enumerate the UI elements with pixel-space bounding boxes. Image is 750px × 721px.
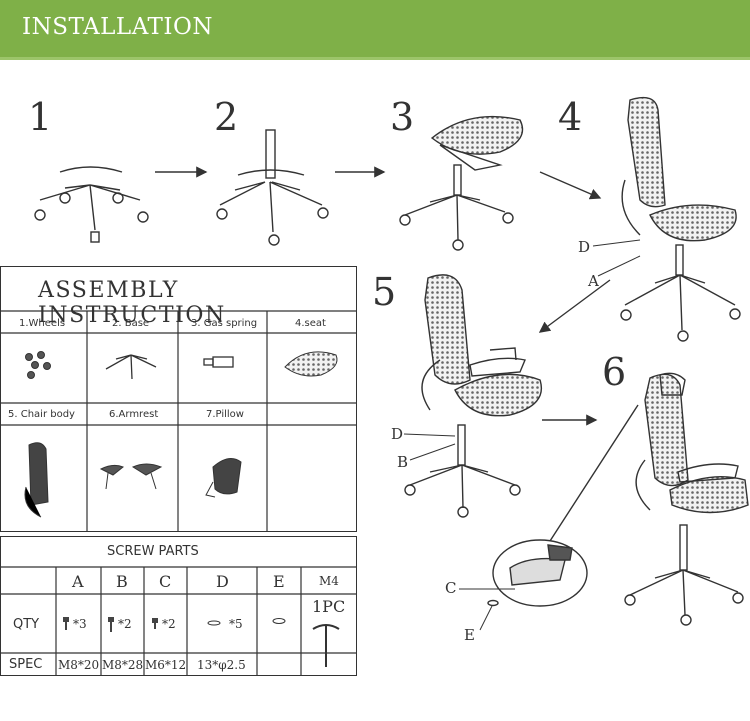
callout-e-step6: E xyxy=(464,626,475,644)
base-icon xyxy=(105,354,157,380)
part-label-chair-body: 5. Chair body xyxy=(8,409,75,420)
spec-d: 13*φ2.5 xyxy=(197,658,246,672)
step4-chair-drawing xyxy=(620,96,741,342)
spec-c: M6*12 xyxy=(145,658,187,672)
step1-base-drawing xyxy=(34,166,149,243)
step2-base-gas-drawing xyxy=(216,129,329,246)
step-number-1: 1 xyxy=(28,95,53,139)
qty-c: *2 xyxy=(162,617,176,631)
header-banner: INSTALLATION xyxy=(0,0,750,60)
qty-m4: 1PC xyxy=(312,597,346,616)
step-number-6: 6 xyxy=(602,350,627,394)
banner-title: INSTALLATION xyxy=(22,14,213,40)
spec-label: SPEC xyxy=(9,657,43,672)
qty-a: *3 xyxy=(73,617,87,631)
spec-b: M8*28 xyxy=(102,658,144,672)
step3-seat-drawing xyxy=(399,115,524,251)
part-label-base: 2. Base xyxy=(112,318,150,329)
step-number-5: 5 xyxy=(372,270,397,314)
wheel-icon xyxy=(25,351,51,379)
col-c: C xyxy=(159,572,172,591)
arrow-icon xyxy=(155,166,611,426)
callout-c-step6: C xyxy=(445,579,457,597)
armrest-icon xyxy=(99,463,163,490)
step-number-3: 3 xyxy=(390,95,415,139)
washer-icon xyxy=(207,618,286,626)
col-d: D xyxy=(216,572,229,591)
part-label-gas-spring: 3. Gas spring xyxy=(191,318,258,329)
gas-spring-icon xyxy=(203,356,234,368)
assembly-instruction-table: ASSEMBLY INSTRUCTION xyxy=(0,266,357,532)
col-m4: M4 xyxy=(319,574,339,588)
part-label-armrest: 6.Armrest xyxy=(109,409,159,420)
callout-d-step5: D xyxy=(391,425,404,443)
seat-icon xyxy=(284,351,338,377)
screw-icon xyxy=(63,617,158,632)
col-e: E xyxy=(273,572,285,591)
col-b: B xyxy=(116,572,128,591)
callout-d-step4: D xyxy=(578,238,591,256)
step6-chair-drawing xyxy=(487,372,749,626)
step-number-2: 2 xyxy=(214,95,239,139)
qty-d: *5 xyxy=(229,617,243,631)
callout-b-step5: B xyxy=(397,453,409,471)
callout-a-step4: A xyxy=(588,272,599,290)
screw-grid xyxy=(1,566,356,675)
step-number-4: 4 xyxy=(558,95,583,139)
spec-a: M8*20 xyxy=(58,658,100,672)
assembly-grid xyxy=(1,310,356,531)
chair-body-icon xyxy=(24,442,49,518)
assembly-title: ASSEMBLY INSTRUCTION xyxy=(38,278,226,328)
pillow-icon xyxy=(205,457,242,498)
qty-label: QTY xyxy=(13,617,40,632)
step5-chair-drawing xyxy=(404,274,542,518)
screw-parts-table: SCREW PARTS A B C D E M4 QTY xyxy=(0,536,357,676)
part-label-wheels: 1.Wheels xyxy=(19,318,66,329)
hex-key-icon xyxy=(312,624,340,667)
part-label-pillow: 7.Pillow xyxy=(206,409,244,420)
col-a: A xyxy=(72,572,84,591)
qty-b: *2 xyxy=(118,617,132,631)
screw-parts-title: SCREW PARTS xyxy=(107,544,199,559)
part-label-seat: 4.seat xyxy=(295,318,326,329)
